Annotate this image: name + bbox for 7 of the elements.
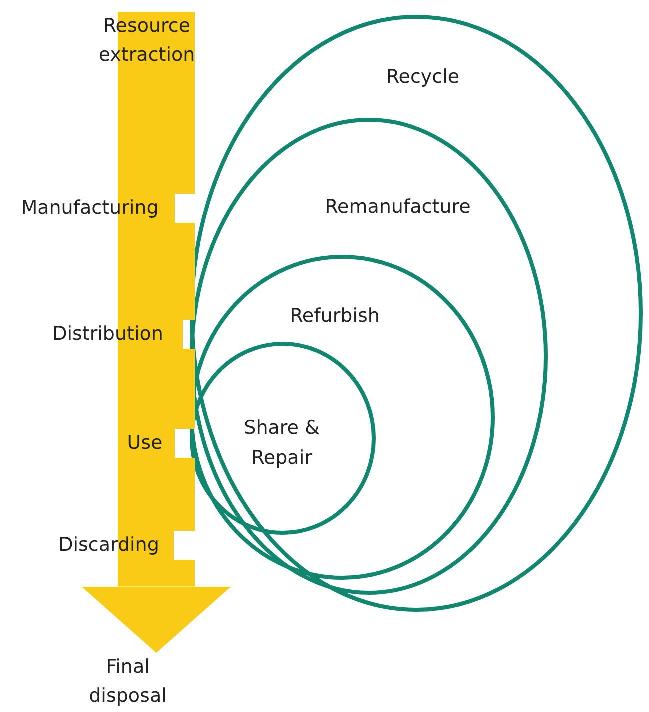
loop-label: Recycle: [385, 65, 461, 90]
arrow: [82, 560, 232, 653]
loop-label: Remanufacture: [324, 195, 472, 220]
stage-label: Final disposal: [73, 653, 183, 711]
stage-label: Use: [115, 429, 175, 458]
loop-label: Refurbish: [289, 304, 381, 329]
loop-label: Share & Repair: [243, 416, 321, 471]
